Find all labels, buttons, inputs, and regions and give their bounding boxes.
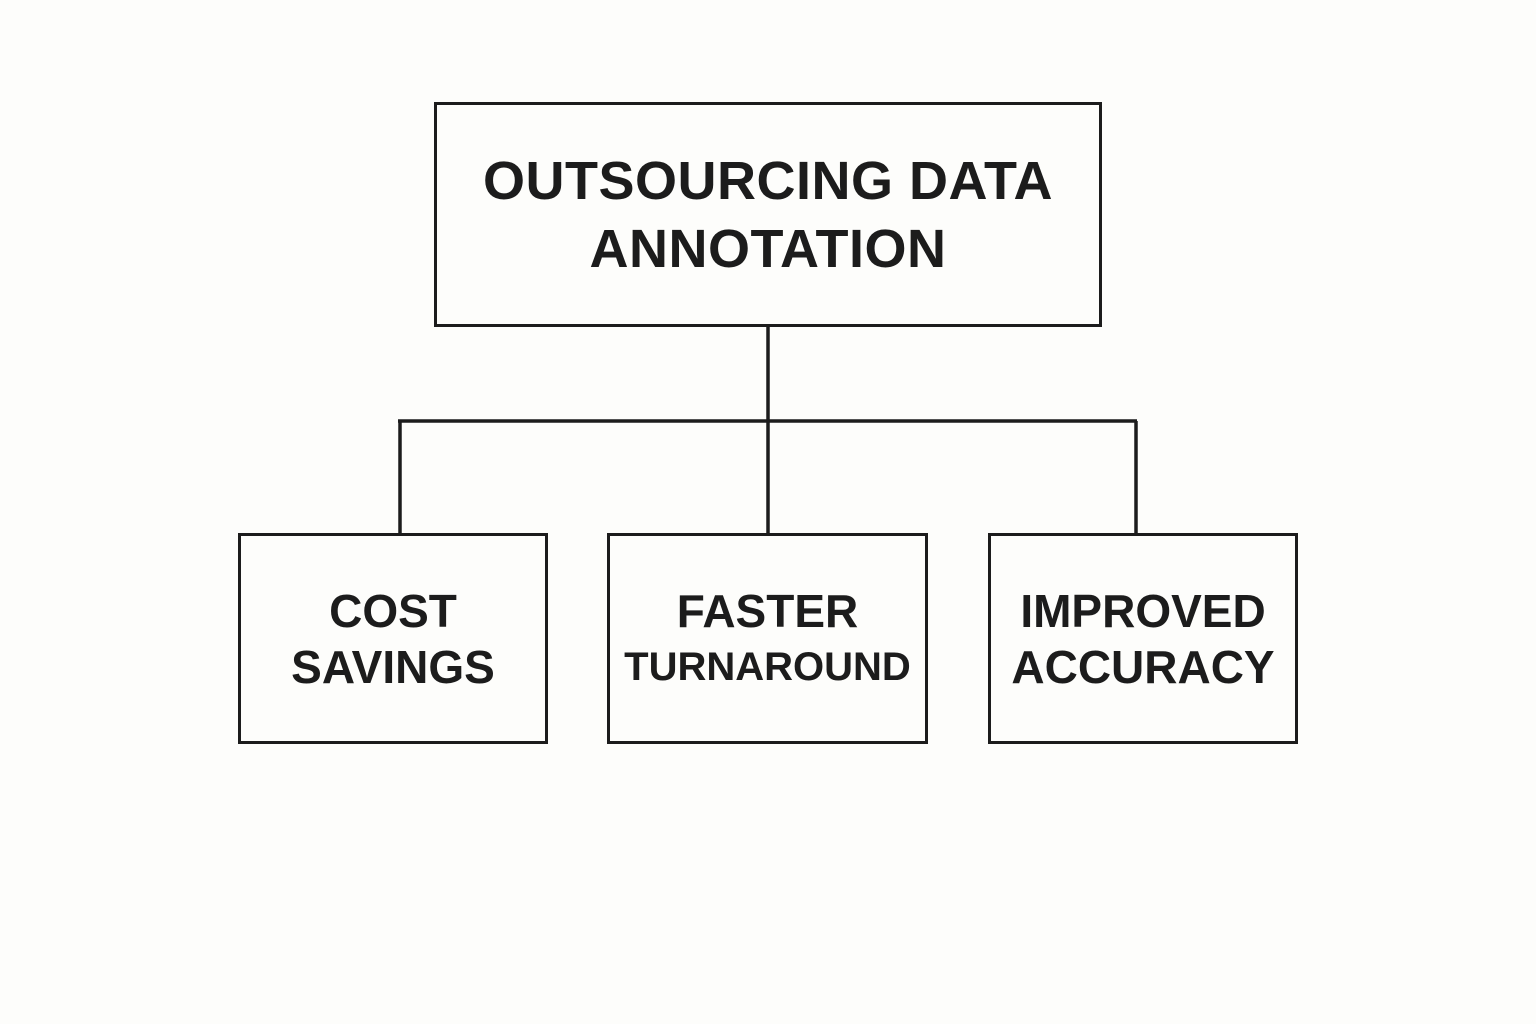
cost-savings-label-line-2: SAVINGS	[291, 640, 495, 693]
child-node-cost-savings: COST SAVINGS	[238, 533, 548, 744]
child-node-improved-accuracy: IMPROVED ACCURACY	[988, 533, 1298, 744]
child-node-faster-turnaround: FASTER TURNAROUND	[607, 533, 928, 744]
root-node-label-line-1: OUTSOURCING DATA	[483, 150, 1053, 211]
cost-savings-label-line-1: COST	[329, 584, 457, 637]
improved-accuracy-label-line-2: ACCURACY	[1011, 640, 1275, 693]
root-node-outsourcing-data-annotation: OUTSOURCING DATA ANNOTATION	[434, 102, 1102, 327]
root-node-label-line-2: ANNOTATION	[589, 218, 947, 279]
faster-turnaround-label-line-2: TURNAROUND	[624, 644, 911, 689]
improved-accuracy-label-line-1: IMPROVED	[1020, 584, 1266, 637]
faster-turnaround-label-line-1: FASTER	[676, 584, 859, 637]
